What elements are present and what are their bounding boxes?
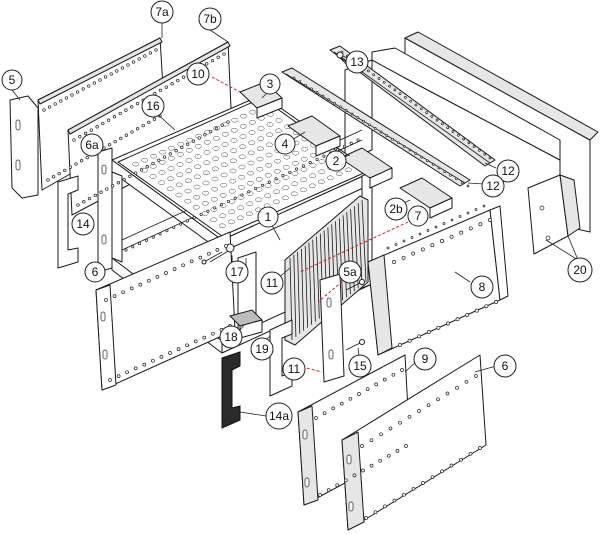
- callout-label: 6a: [85, 138, 99, 152]
- callout-6a: 6a: [80, 133, 104, 157]
- callout-label: 16: [146, 99, 160, 113]
- callout-label: 6: [502, 359, 509, 373]
- callout-label: 1: [265, 210, 272, 224]
- part-side-panel-8: [367, 205, 509, 356]
- part-side-flange-6a: [97, 147, 113, 273]
- callout-6-left: 6: [84, 261, 106, 283]
- callout-3: 3: [259, 73, 281, 95]
- callout-label: 2b: [389, 202, 403, 216]
- callout-label: 5: [9, 73, 16, 87]
- callout-label: 20: [573, 263, 587, 277]
- callout-label: 14a: [269, 409, 289, 423]
- callout-label: 8: [479, 280, 486, 294]
- callout-7a: 7a: [150, 0, 174, 24]
- callout-18: 18: [219, 325, 243, 349]
- callout-label: 2: [333, 154, 340, 168]
- callout-5a: 5a: [338, 260, 362, 284]
- callout-label: 7b: [203, 12, 217, 26]
- callout-16: 16: [141, 94, 165, 118]
- callout-label: 11: [288, 362, 301, 376]
- callout-19: 19: [250, 337, 274, 361]
- callout-14a: 14a: [265, 402, 293, 430]
- callout-7: 7: [407, 205, 429, 227]
- callout-14: 14: [71, 212, 95, 236]
- callout-11-lower: 11: [282, 357, 306, 381]
- part-screw-15: [345, 279, 365, 351]
- callout-label: 10: [191, 67, 205, 81]
- callout-label: 5a: [343, 265, 357, 279]
- part-handle-14a: [221, 351, 241, 429]
- callout-7b: 7b: [198, 7, 222, 31]
- callout-label: 4: [282, 137, 289, 151]
- part-screws-front: [201, 243, 235, 265]
- callout-2: 2: [325, 150, 347, 172]
- callout-1: 1: [257, 206, 279, 228]
- callout-20: 20: [567, 257, 593, 283]
- part-side-panel-6-right: [341, 354, 487, 531]
- callout-label: 11: [266, 276, 279, 290]
- callout-2b: 2b: [384, 197, 408, 221]
- callout-11-upper: 11: [260, 271, 284, 295]
- callout-12-upper: 12: [496, 159, 520, 183]
- part-flange-5: [9, 95, 39, 199]
- callout-5: 5: [1, 69, 23, 91]
- part-screw-13: [336, 51, 347, 65]
- callout-label: 9: [422, 352, 429, 366]
- callout-label: 12: [486, 179, 500, 193]
- callout-8: 8: [470, 275, 494, 299]
- part-card-guide-2: [339, 147, 393, 189]
- callout-label: 7: [415, 209, 422, 223]
- callout-15: 15: [348, 354, 372, 378]
- callout-label: 12: [501, 164, 515, 178]
- callout-label: 19: [255, 342, 269, 356]
- callout-label: 14: [76, 217, 90, 231]
- callout-label: 15: [353, 359, 367, 373]
- callout-17: 17: [225, 260, 249, 284]
- part-card-guide-4: [287, 115, 341, 157]
- part-handle-11: [269, 319, 293, 397]
- callout-4: 4: [274, 133, 296, 155]
- callout-label: 13: [350, 55, 364, 69]
- callout-label: 6: [92, 265, 99, 279]
- callout-6-right: 6: [493, 354, 517, 378]
- callout-label: 17: [230, 265, 244, 279]
- callout-13: 13: [345, 50, 369, 74]
- callout-10: 10: [186, 62, 210, 86]
- part-block-18: [229, 309, 263, 339]
- part-card-guide-2b: [399, 177, 453, 219]
- callout-label: 7a: [155, 5, 169, 19]
- part-handle-14: [57, 175, 79, 269]
- callout-label: 3: [267, 77, 274, 91]
- part-flange-5a: [319, 273, 345, 383]
- callout-label: 18: [224, 330, 238, 344]
- callout-9: 9: [413, 347, 437, 371]
- callout-12-lower: 12: [481, 174, 505, 198]
